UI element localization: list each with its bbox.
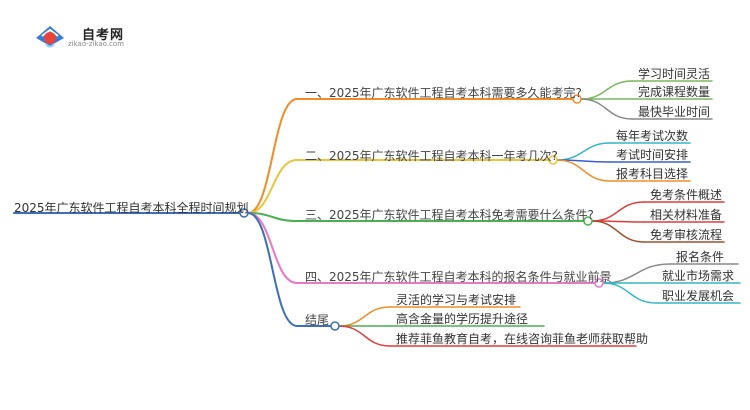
leaf-connector-4-1 xyxy=(602,263,671,284)
logo-icon xyxy=(36,26,64,48)
branch-label-4[interactable]: 四、2025年广东软件工程自考本科的报名条件与就业前景 xyxy=(305,270,612,284)
logo-url: zikao-zikao.com xyxy=(68,40,124,48)
branch-node-5[interactable] xyxy=(330,321,340,331)
branch-node-2[interactable] xyxy=(548,155,558,165)
branch-connector-5 xyxy=(247,212,298,327)
leaf-connector-3-1 xyxy=(591,201,645,222)
branch-connector-2 xyxy=(247,159,298,214)
branch-label-5[interactable]: 结尾 xyxy=(305,313,330,327)
branch-node-1[interactable] xyxy=(572,94,582,104)
leaf-label-1-3[interactable]: 最快毕业时间 xyxy=(638,105,711,119)
leaf-label-2-3[interactable]: 报考科目选择 xyxy=(616,167,689,181)
leaf-connector-1-3 xyxy=(580,98,633,120)
leaf-label-2-2[interactable]: 考试时间安排 xyxy=(616,148,689,162)
leaf-connector-1-1 xyxy=(580,80,633,100)
logo-title: 自考网 xyxy=(82,28,125,43)
leaf-connector-2-1 xyxy=(556,142,611,161)
leaf-label-3-3[interactable]: 免考审核流程 xyxy=(650,228,723,242)
leaf-label-1-2[interactable]: 完成课程数量 xyxy=(638,85,711,99)
branch-label-2[interactable]: 二、2025年广东软件工程自考本科一年考几次? xyxy=(305,149,558,163)
leaf-label-4-1[interactable]: 报名条件 xyxy=(676,250,725,264)
leaf-label-3-1[interactable]: 免考条件概述 xyxy=(650,188,723,202)
root-node[interactable] xyxy=(239,208,249,218)
branch-label-3[interactable]: 三、2025年广东软件工程自考本科免考需要什么条件? xyxy=(305,208,594,222)
leaf-label-5-3[interactable]: 推荐菲鱼教育自考，在线咨询菲鱼老师获取帮助 xyxy=(396,332,649,346)
leaf-connector-4-3 xyxy=(602,282,657,304)
leaf-connector-2-3 xyxy=(556,159,611,182)
leaf-label-4-3[interactable]: 职业发展机会 xyxy=(662,289,735,303)
leaf-label-5-2[interactable]: 高含金量的学历提升途径 xyxy=(396,312,529,326)
leaf-connector-5-3 xyxy=(338,325,391,347)
branch-node-4[interactable] xyxy=(594,278,604,288)
root-node-label[interactable]: 2025年广东软件工程自考本科全程时间规划 xyxy=(14,201,249,215)
branch-connector-1 xyxy=(247,98,298,214)
leaf-connector-5-1 xyxy=(338,306,391,327)
leaf-label-3-2[interactable]: 相关材料准备 xyxy=(650,208,723,222)
leaf-label-2-1[interactable]: 每年考试次数 xyxy=(616,129,689,143)
leaf-label-4-2[interactable]: 就业市场需求 xyxy=(662,269,735,283)
leaf-label-1-1[interactable]: 学习时间灵活 xyxy=(638,67,711,81)
branch-label-1[interactable]: 一、2025年广东软件工程自考本科需要多久能考完? xyxy=(305,86,582,100)
site-logo[interactable]: 自考网 zikao-zikao.com xyxy=(30,20,150,50)
branch-node-3[interactable] xyxy=(583,216,593,226)
leaf-label-5-1[interactable]: 灵活的学习与考试安排 xyxy=(396,293,517,307)
leaf-connector-3-3 xyxy=(591,220,645,243)
